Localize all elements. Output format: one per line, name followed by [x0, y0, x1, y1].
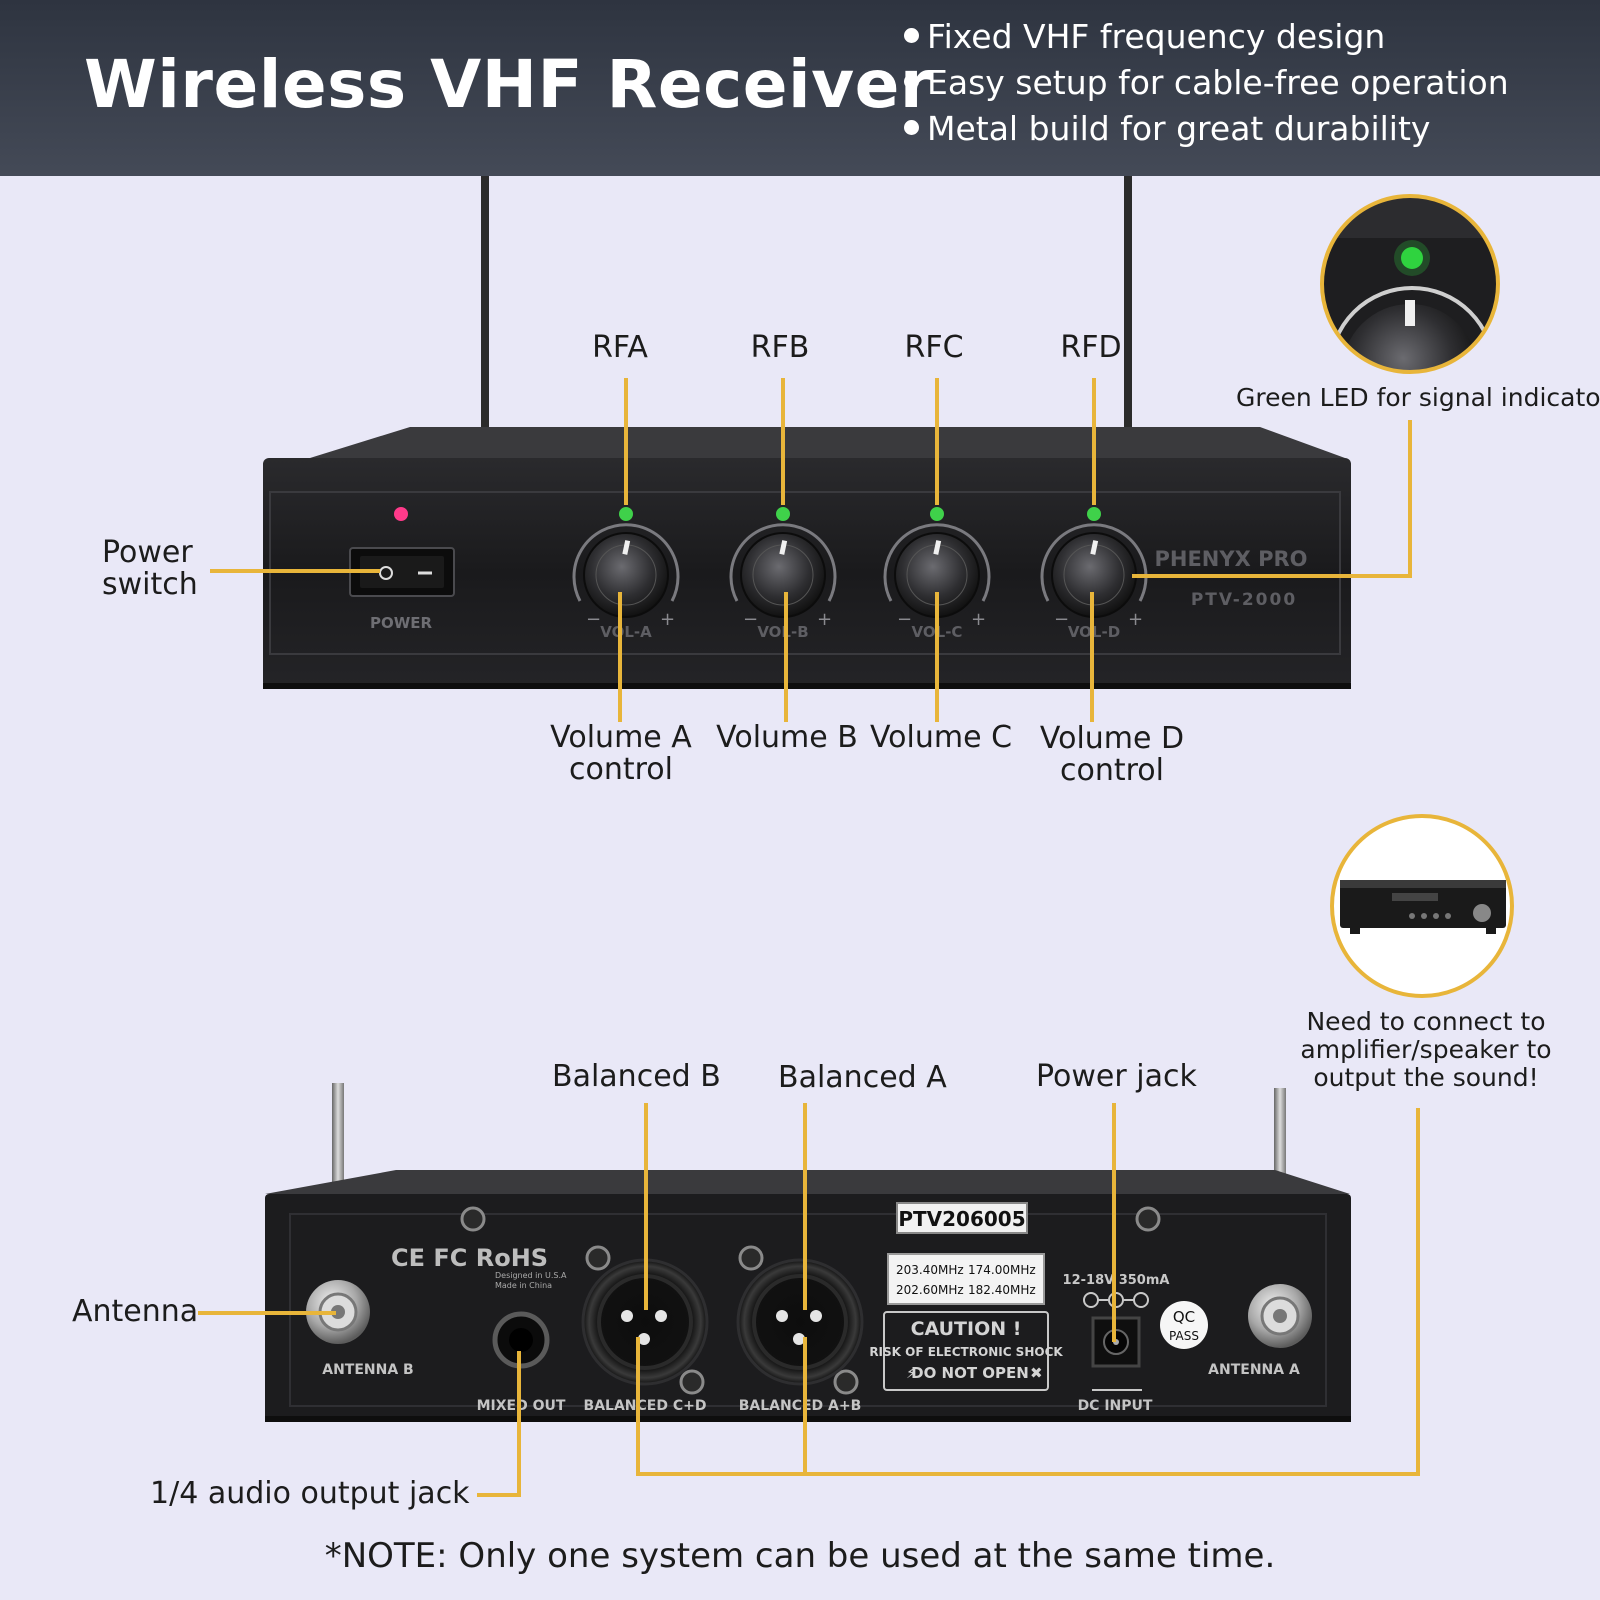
callout-amplifier-note: Need to connect to amplifier/speaker to … — [1300, 1007, 1552, 1092]
balanced-ab-xlr-jack[interactable] — [736, 1258, 864, 1386]
frequency-value: 202.60MHz — [896, 1283, 964, 1297]
signal-led-icon — [619, 507, 633, 521]
callout-audio-output: 1/4 audio output jack — [150, 1476, 470, 1511]
signal-led-icon — [930, 507, 944, 521]
caution-text: DO NOT OPEN — [911, 1364, 1029, 1382]
tools-icon: ✖ — [1030, 1364, 1043, 1382]
screw-icons — [460, 1206, 1161, 1395]
volume-knob-d[interactable]: −+VOL-D — [1040, 507, 1148, 641]
power-switch[interactable] — [349, 547, 455, 597]
caution-text: RISK OF ELECTRONIC SHOCK — [869, 1345, 1063, 1359]
callout-volume-a: Volume A control — [550, 720, 692, 787]
amplifier-inset — [1330, 814, 1514, 998]
plus-icon: + — [1128, 609, 1143, 630]
feature-item: Fixed VHF frequency design — [904, 14, 1509, 60]
plus-icon: + — [817, 609, 832, 630]
svg-text:QC: QC — [1173, 1308, 1195, 1326]
model-plate — [896, 1202, 1028, 1234]
mixed-out-jack[interactable] — [492, 1311, 550, 1369]
led-zoom-inset — [1320, 194, 1500, 374]
frequency-value: 203.40MHz — [896, 1263, 964, 1277]
plus-icon: + — [660, 609, 675, 630]
power-switch-label: POWER — [370, 614, 433, 632]
front-callout-lines — [210, 378, 1412, 722]
callout-green-led: Green LED for signal indicator — [1236, 383, 1600, 412]
power-led-icon — [394, 507, 408, 521]
volume-knob-c[interactable]: −+VOL-C — [883, 507, 991, 641]
callout-rfc: RFC — [904, 330, 964, 365]
origin-label: Designed in U.S.A — [495, 1271, 567, 1280]
port-label-balanced-cd: BALANCED C+D — [584, 1398, 707, 1414]
signal-led-icon — [1087, 507, 1101, 521]
rear-callout-lines — [198, 1103, 1420, 1497]
bullet-icon — [904, 28, 919, 43]
callout-balanced-b: Balanced B — [552, 1059, 721, 1094]
qc-pass-badge: QC PASS — [1160, 1301, 1208, 1349]
minus-icon: − — [897, 609, 912, 630]
origin-label: Made in China — [495, 1281, 552, 1290]
frequency-value: 174.00MHz — [968, 1263, 1036, 1277]
signal-led-icon — [776, 507, 790, 521]
callout-power-jack: Power jack — [1036, 1059, 1197, 1094]
header-banner — [0, 0, 1600, 176]
minus-icon: − — [743, 609, 758, 630]
antenna-rod — [1124, 176, 1132, 428]
port-label-balanced-ab: BALANCED A+B — [739, 1398, 862, 1414]
certification-marks: CE FC RoHS — [391, 1244, 548, 1272]
port-label-antenna-b: ANTENNA B — [322, 1362, 413, 1378]
page-title: Wireless VHF Receiver — [84, 46, 933, 123]
volume-knobs: −+VOL-A−+VOL-B−+VOL-C−+VOL-D — [572, 507, 1148, 641]
port-label-dc-input: DC INPUT — [1078, 1398, 1153, 1414]
volume-knob-b[interactable]: − + VOL-B — [729, 507, 837, 641]
callout-power-switch: Power switch — [102, 535, 198, 602]
callout-rfa: RFA — [592, 330, 648, 365]
frequency-label — [887, 1253, 1045, 1305]
caution-label — [883, 1311, 1049, 1391]
port-label-mixed-out: MIXED OUT — [477, 1398, 566, 1414]
green-led-icon — [1401, 247, 1423, 269]
callout-rfb: RFB — [750, 330, 810, 365]
model-plate-text: PTV206005 — [898, 1207, 1025, 1231]
minus-icon: − — [586, 609, 601, 630]
frequency-value: 182.40MHz — [968, 1283, 1036, 1297]
callout-balanced-a: Balanced A — [778, 1060, 947, 1095]
volume-knob-label: VOL-A — [600, 623, 652, 641]
port-label-antenna-a: ANTENNA A — [1208, 1362, 1300, 1378]
bullet-icon — [904, 74, 919, 89]
plus-icon: + — [971, 609, 986, 630]
volume-knob-label: VOL-B — [757, 623, 808, 641]
footnote: *NOTE: Only one system can be used at th… — [324, 1536, 1276, 1576]
svg-text:PASS: PASS — [1169, 1329, 1199, 1343]
feature-list: Fixed VHF frequency design Easy setup fo… — [904, 14, 1509, 152]
callout-rfd: RFD — [1060, 330, 1122, 365]
feature-item: Easy setup for cable-free operation — [904, 60, 1509, 106]
caution-title: CAUTION ! — [911, 1318, 1022, 1340]
callout-volume-c: Volume C — [869, 720, 1013, 755]
balanced-cd-xlr-jack[interactable] — [581, 1258, 709, 1386]
lightning-icon: ⚡ — [906, 1364, 917, 1382]
minus-icon: − — [1054, 609, 1069, 630]
bullet-icon — [904, 120, 919, 135]
model-label: PTV-2000 — [1191, 590, 1297, 610]
volume-knob-a[interactable]: − + VOL-A — [572, 507, 680, 641]
callout-volume-d: Volume D control — [1039, 721, 1185, 788]
brand-logo: PHENYX PRO — [1154, 547, 1307, 571]
feature-item: Metal build for great durability — [904, 106, 1509, 152]
callout-antenna: Antenna — [72, 1294, 199, 1329]
antenna-rod — [481, 176, 489, 428]
callout-volume-b: Volume B — [716, 720, 858, 755]
